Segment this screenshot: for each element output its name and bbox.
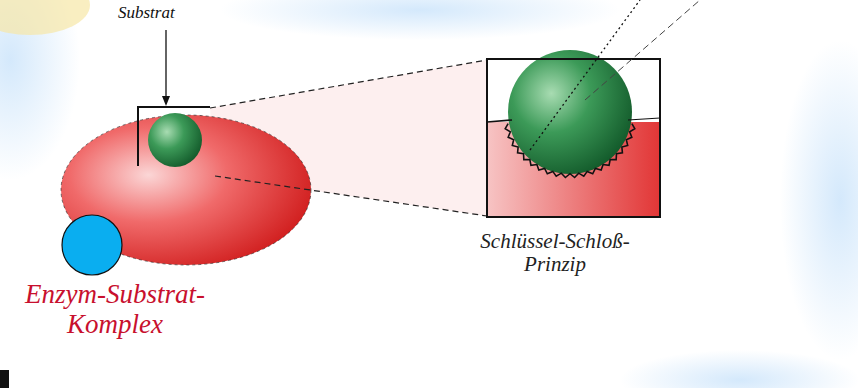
- complex-label: Enzym-Substrat- Komplex: [6, 280, 224, 339]
- pocket-surface: [628, 118, 660, 120]
- zoom-leader: [210, 60, 487, 108]
- binding-site-edge: [505, 124, 635, 178]
- substrate-sphere: [148, 113, 202, 167]
- background-swirl: [0, 0, 90, 35]
- pointer-arrowhead: [162, 96, 170, 106]
- substrate-label: Substrat: [118, 4, 175, 23]
- pointer-arrow: [165, 30, 166, 100]
- dashed-line: [585, 0, 700, 100]
- zoom-bracket: [138, 107, 210, 166]
- pocket-surface: [487, 120, 512, 122]
- background-swirl: [620, 350, 858, 388]
- zoom-leader: [215, 176, 487, 216]
- dotted-line: [530, 0, 640, 150]
- background-swirl: [220, 0, 620, 40]
- principle-label: Schlüssel-Schloß- Prinzip: [455, 230, 655, 276]
- corner-mark: [0, 370, 9, 388]
- substrate-sphere-large: [508, 50, 632, 174]
- blue-marker: [62, 215, 122, 275]
- zoom-box: [487, 59, 660, 217]
- background-swirl: [780, 40, 858, 360]
